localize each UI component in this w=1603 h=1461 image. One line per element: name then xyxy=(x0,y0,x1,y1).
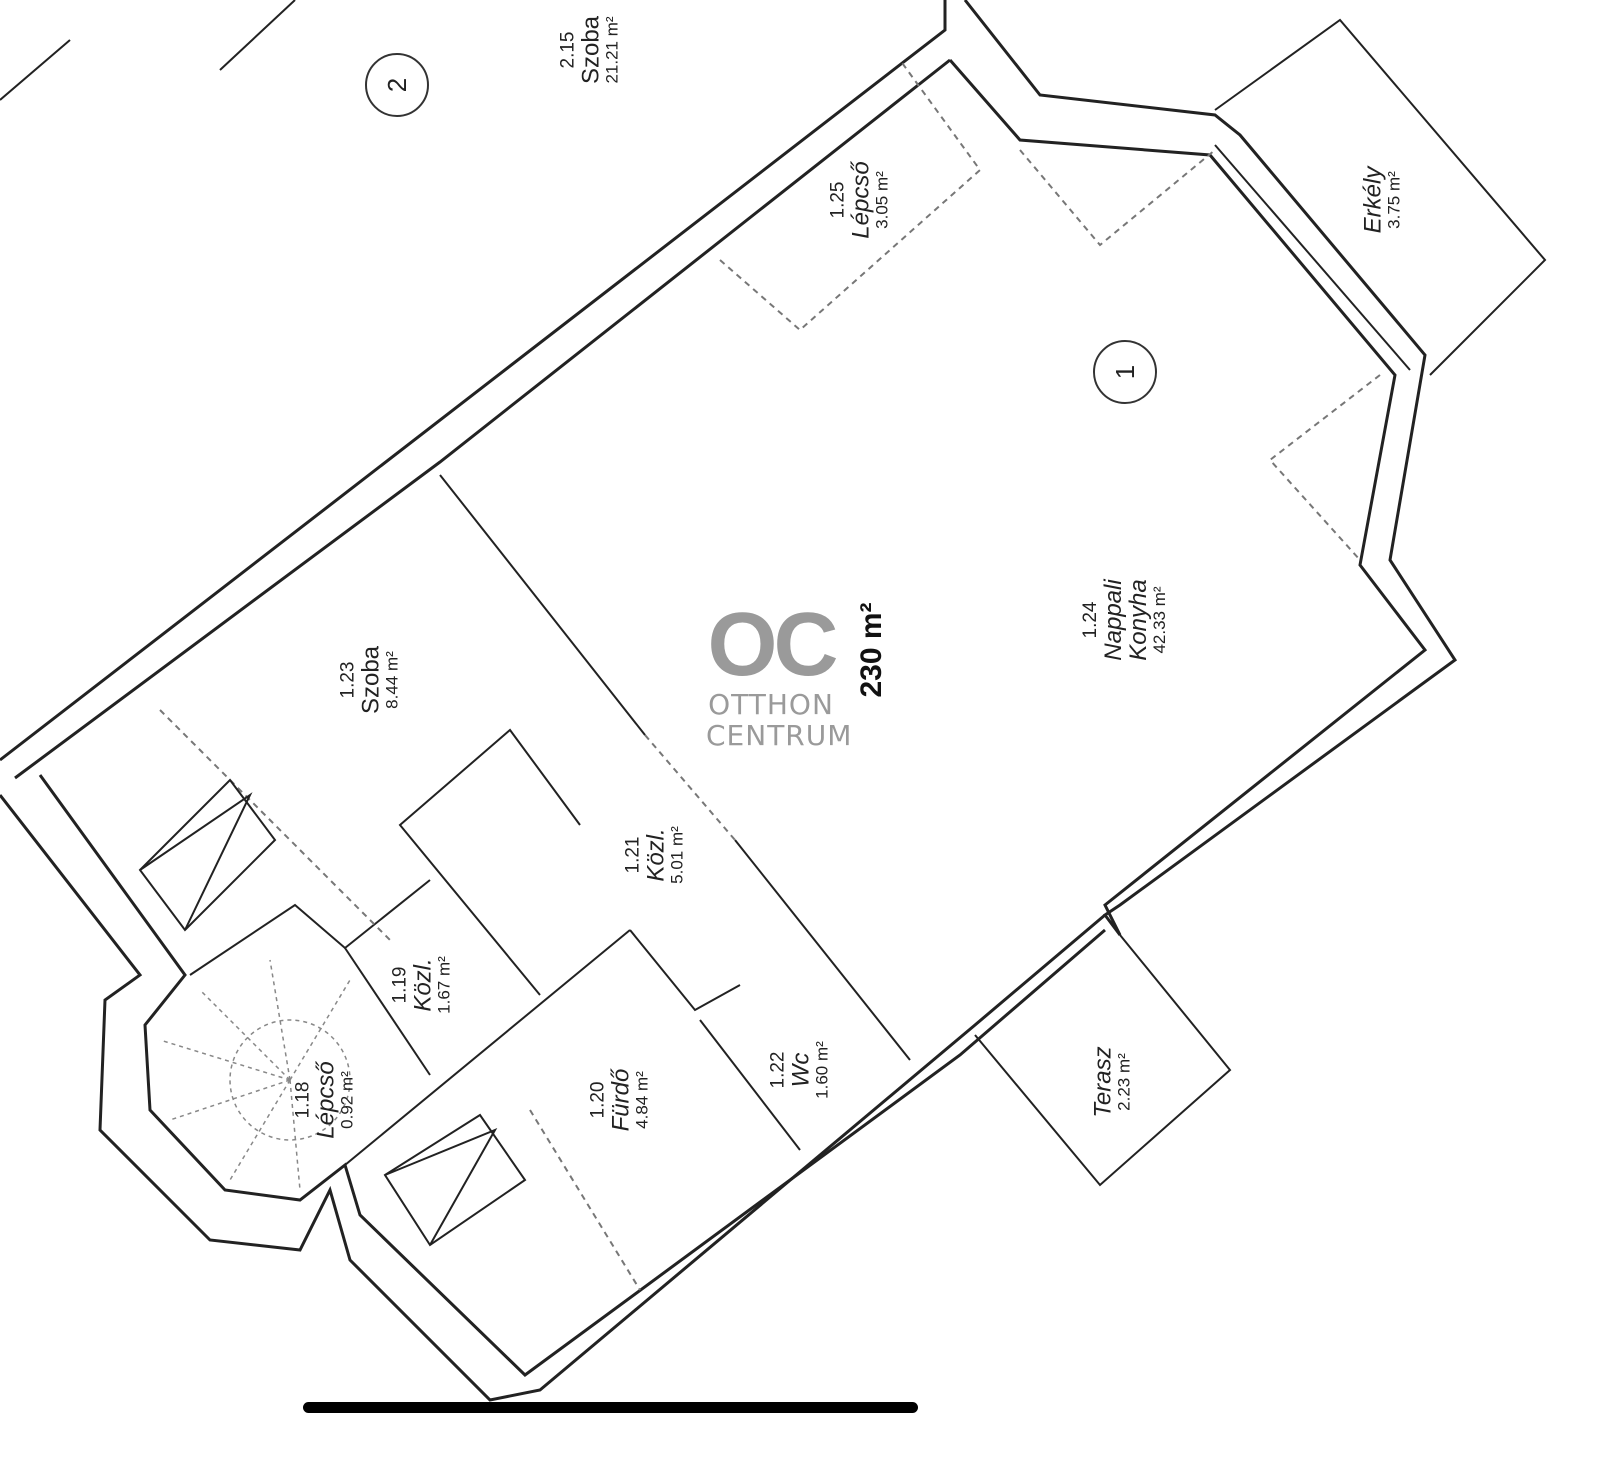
room-name: Terasz xyxy=(1089,1046,1117,1118)
home-indicator-bar[interactable] xyxy=(303,1402,918,1413)
room-number: 1.18 xyxy=(292,1081,314,1119)
wall-east xyxy=(963,0,1458,936)
wall-wc-east xyxy=(699,1019,801,1151)
otthon-centrum-watermark: OC OTTHON CENTRUM xyxy=(706,595,853,752)
balcony-door xyxy=(1214,144,1411,371)
room-name: Wc xyxy=(787,1052,815,1088)
dashed-furdo xyxy=(529,1109,641,1291)
total-area-label: 230 m² xyxy=(855,602,888,698)
room-name: Közl. xyxy=(642,828,670,882)
wall-stair-inner xyxy=(344,947,431,1076)
room-area: 5.01 m² xyxy=(667,826,687,884)
zone-marker-label: 1 xyxy=(1109,364,1140,380)
room-number: 1.23 xyxy=(337,661,359,699)
zone-marker-label: 2 xyxy=(381,77,412,93)
wall-south xyxy=(0,794,1106,1402)
room-number: 1.25 xyxy=(827,181,849,219)
wall-living-west xyxy=(439,474,646,736)
room-name: Lépcső xyxy=(312,1061,340,1139)
room-name: Szoba xyxy=(357,645,385,715)
skylight-icon xyxy=(383,1113,527,1247)
watermark-mark: OC xyxy=(707,595,839,695)
wall-wc xyxy=(629,929,741,1012)
terrace-outline xyxy=(974,934,1232,1187)
skylight-icon xyxy=(138,778,277,932)
room-name: Fürdő xyxy=(607,1068,635,1132)
dashed-ceiling-2 xyxy=(1268,374,1381,561)
zone-marker-1: 1 xyxy=(1093,340,1157,404)
spiral-staircase xyxy=(159,959,351,1191)
room-number: 1.22 xyxy=(767,1051,789,1089)
room-area: 3.75 m² xyxy=(1384,171,1404,229)
room-area: 2.23 m² xyxy=(1114,1053,1134,1111)
room-number: 1.20 xyxy=(587,1081,609,1119)
room-area: 42.33 m² xyxy=(1150,586,1170,654)
wall-bath-north xyxy=(344,929,631,1166)
watermark-line2: CENTRUM xyxy=(706,718,853,752)
zone-marker-2: 2 xyxy=(365,53,429,117)
room-name: Erkély xyxy=(1359,166,1387,234)
wall-south-inner xyxy=(38,774,1106,1377)
room-number: 1.19 xyxy=(389,966,411,1004)
wall-east-inner xyxy=(948,59,1428,936)
room-area: 8.44 m² xyxy=(382,651,402,709)
room-number: 2.15 xyxy=(557,31,579,69)
wall-north xyxy=(0,0,947,762)
room-area: 0.92 m² xyxy=(337,1071,357,1129)
dashed-szoba xyxy=(159,709,391,941)
wall-corridor-east xyxy=(734,839,911,1061)
room-area: 1.60 m² xyxy=(812,1041,832,1099)
dashed-ceiling-1 xyxy=(1019,149,1216,247)
dashed-corridor xyxy=(644,734,736,841)
room-area: 3.05 m² xyxy=(872,171,892,229)
room-number: 1.21 xyxy=(622,836,644,874)
room-name: Lépcső xyxy=(847,161,875,239)
wall-upper-partial xyxy=(0,39,71,101)
room-number: 1.24 xyxy=(1079,601,1101,639)
wall-upper-partial-2 xyxy=(219,0,296,71)
wall-stair-room xyxy=(189,879,431,976)
wall-corridor-block xyxy=(398,728,581,996)
room-area: 1.67 m² xyxy=(434,956,454,1014)
room-name: Közl. xyxy=(409,958,437,1012)
room-area: 4.84 m² xyxy=(632,1071,652,1129)
room-name: Nappali Konyha xyxy=(1099,579,1153,661)
balcony-outline xyxy=(1214,18,1547,376)
watermark-line1: OTTHON xyxy=(708,688,834,721)
wall-north-inner xyxy=(14,58,951,780)
room-name: Szoba xyxy=(577,15,605,85)
room-area: 21.21 m² xyxy=(602,16,622,84)
